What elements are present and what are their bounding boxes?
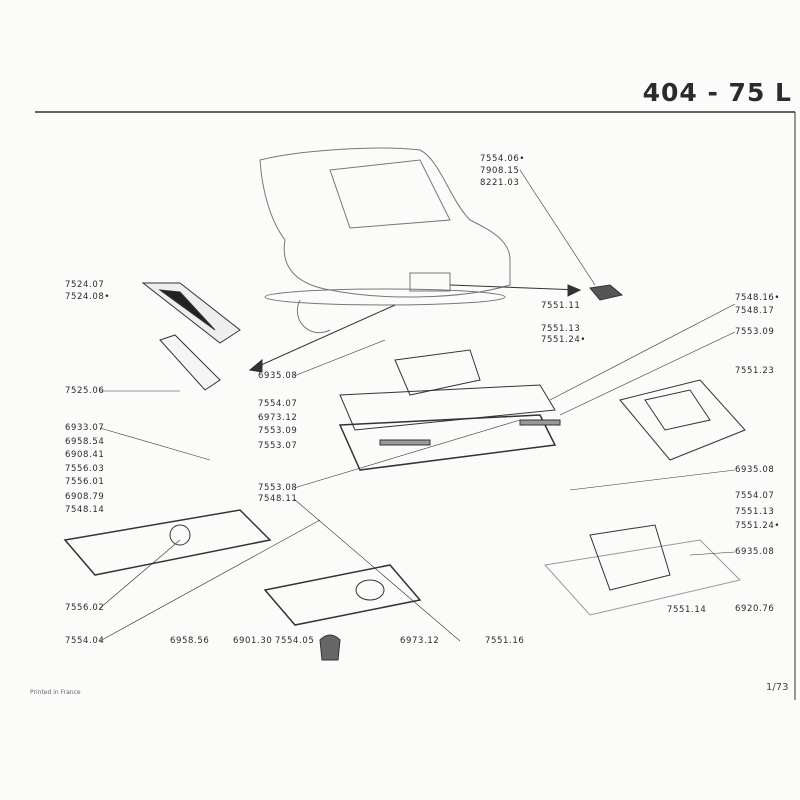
part-label: 7553.08 [258, 483, 298, 493]
part-label: 7551.24• [541, 335, 586, 345]
part-label: 6973.12 [400, 636, 440, 646]
part-label: 6973.12 [258, 413, 298, 423]
part-label: 7554.04 [65, 636, 105, 646]
part-label: 6920.76 [735, 604, 775, 614]
tube-handle-part [141, 282, 241, 391]
part-label: 7524.07 [65, 280, 105, 290]
part-label: 6935.08 [735, 547, 775, 557]
part-label: 7551.24• [735, 521, 780, 531]
part-label: 7548.16• [735, 293, 780, 303]
part-label: 7551.23 [735, 366, 775, 376]
part-label: 6958.56 [170, 636, 210, 646]
page-title: 404 - 75 L [642, 78, 792, 107]
part-label: 7548.17 [735, 306, 775, 316]
right-upper-plate [619, 379, 746, 461]
bulb-part [589, 284, 624, 301]
part-label: 7548.11 [258, 494, 298, 504]
part-label: 6958.54 [65, 437, 105, 447]
part-label: 6933.07 [65, 423, 105, 433]
part-label: 7554.07 [258, 399, 298, 409]
part-label: 7556.01 [65, 477, 105, 487]
part-label: 7525.06 [65, 386, 105, 396]
left-lower-plate [63, 509, 272, 576]
part-label: 7553.07 [258, 441, 298, 451]
part-label: 7554.07 [735, 491, 775, 501]
car-rear-illustration [259, 147, 511, 334]
printed-note: Printed in France [30, 689, 81, 696]
part-label: 6908.41 [65, 450, 105, 460]
part-label: 7551.13 [735, 507, 775, 517]
part-label: 7548.14 [65, 505, 105, 515]
part-label: 7551.13 [541, 324, 581, 334]
part-label: 7556.03 [65, 464, 105, 474]
central-plate [338, 349, 561, 471]
part-label: 7556.02 [65, 603, 105, 613]
part-label: 7553.09 [258, 426, 298, 436]
part-label: 7554.06• [480, 154, 525, 164]
part-label: 8221.03 [480, 178, 520, 188]
part-label: 7908.15 [480, 166, 520, 176]
bottom-plate [263, 564, 422, 626]
part-label: 7551.16 [485, 636, 525, 646]
part-label: 7554.05 [275, 636, 315, 646]
leader-lines [99, 169, 736, 642]
part-label: 7551.11 [541, 301, 581, 311]
part-label: 6908.79 [65, 492, 105, 502]
part-label: 6935.08 [735, 465, 775, 475]
page-number: 1/73 [766, 682, 789, 693]
part-label: 7553.09 [735, 327, 775, 337]
knob-part [319, 634, 341, 661]
part-label: 7551.14 [667, 605, 707, 615]
part-label: 7524.08• [65, 292, 110, 302]
right-lower-plate [544, 524, 741, 616]
part-label: 6901.30 [233, 636, 273, 646]
arrow-line [249, 304, 396, 371]
part-label: 6935.08 [258, 371, 298, 381]
